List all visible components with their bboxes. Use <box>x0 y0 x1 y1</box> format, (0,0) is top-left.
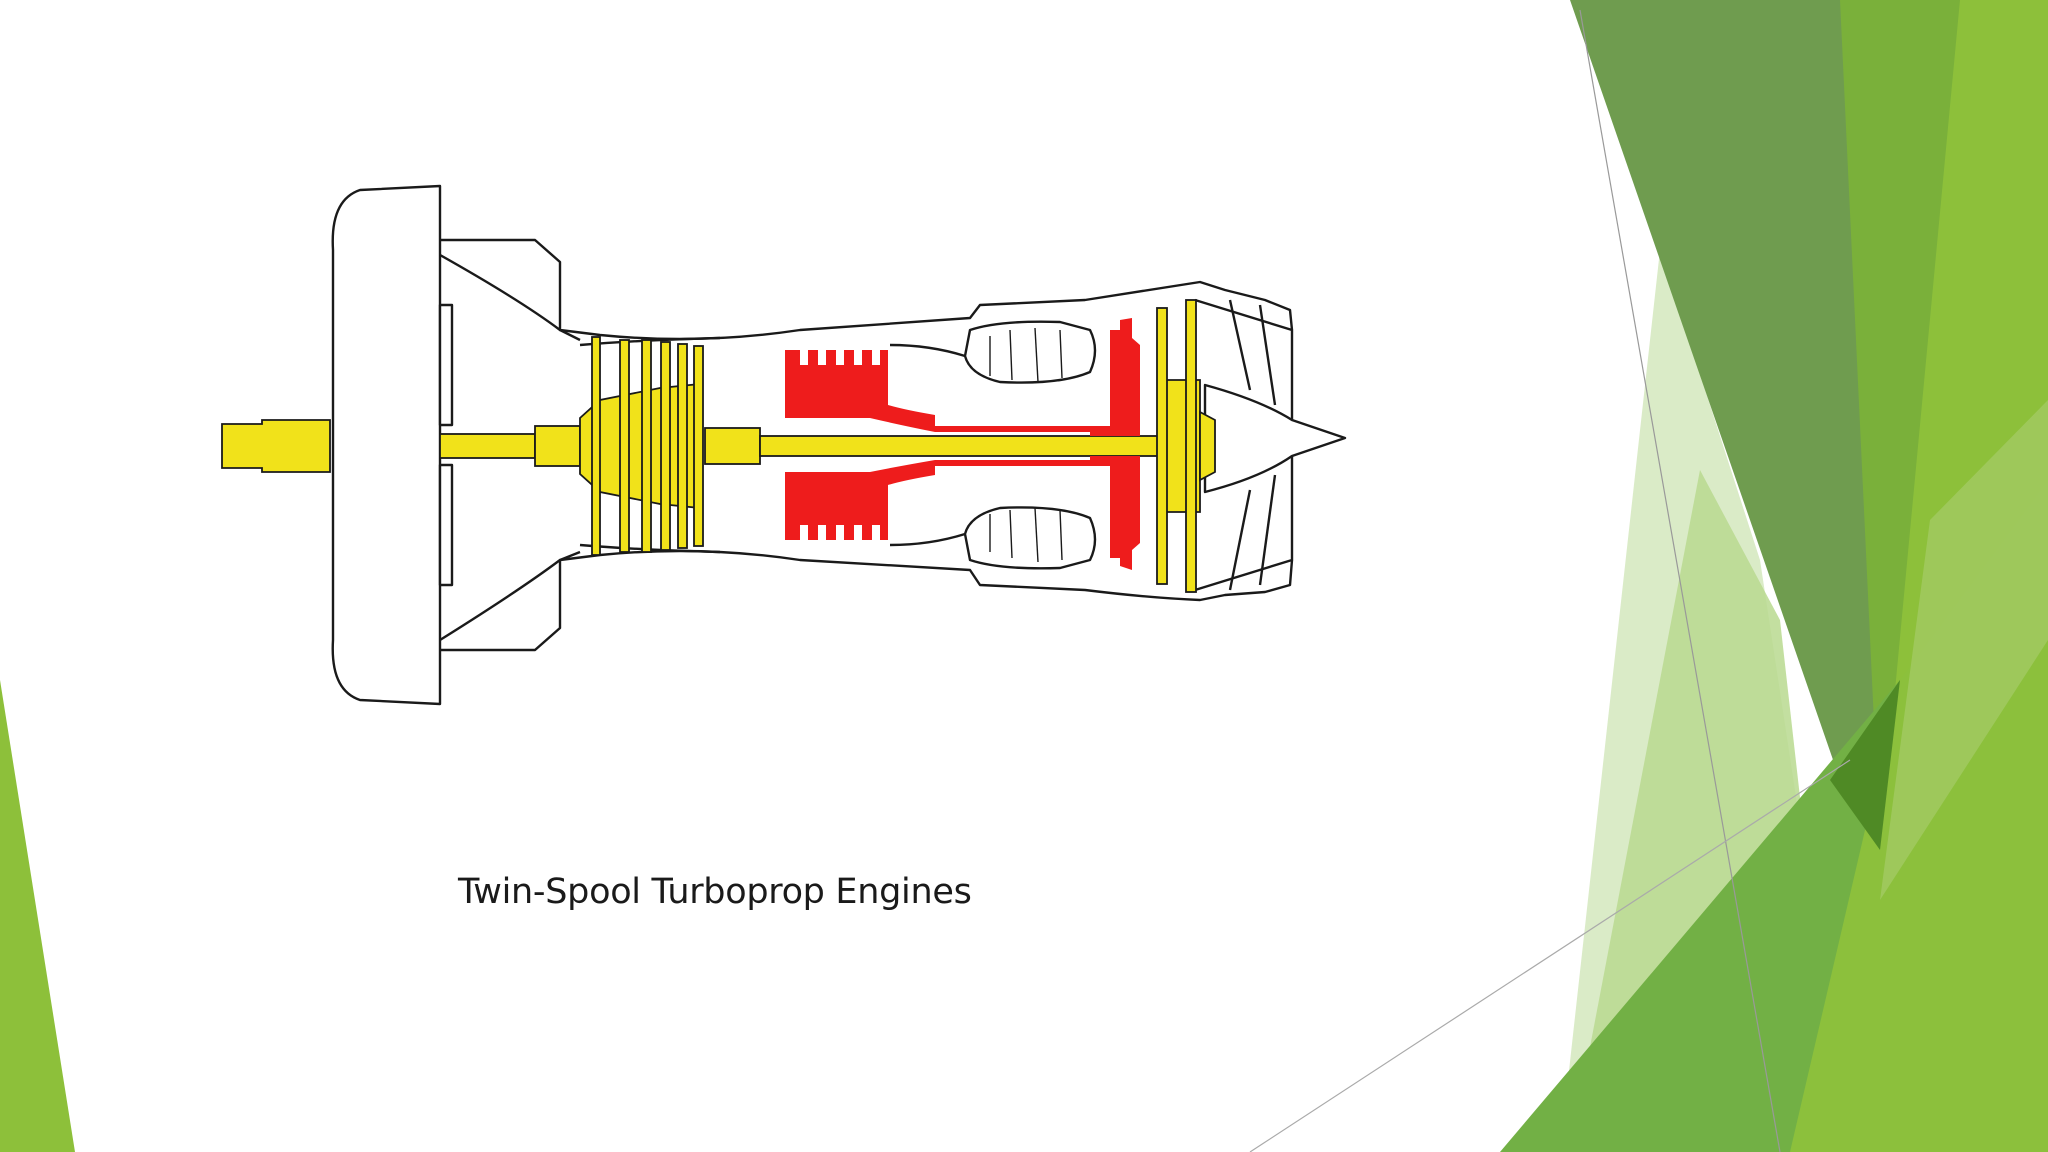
lp-turbine-nose <box>1199 410 1216 482</box>
left-green-sliver <box>0 680 75 1152</box>
hp-turbine-upper <box>1090 318 1140 436</box>
shaft-collar <box>704 427 761 465</box>
deep-green-wedge <box>1830 680 1900 850</box>
lower-green-panel <box>1500 680 1900 1152</box>
lp-turbine-blade-1 <box>1156 307 1168 585</box>
combustor-upper <box>963 320 1097 384</box>
combustor-lower <box>963 506 1097 570</box>
exhaust-duct-lower <box>1194 456 1294 592</box>
lp-compressor-blade-3 <box>641 339 652 553</box>
lp-compressor-blade-1 <box>591 336 601 556</box>
outer-casing-lower <box>440 549 1294 652</box>
lp-compressor-blade-2 <box>619 339 630 553</box>
lp-compressor-blade-4 <box>660 341 671 551</box>
exhaust-strut-2 <box>1258 304 1277 406</box>
soft-green-wedge <box>1880 400 2048 900</box>
diffuser-upper <box>889 343 966 358</box>
exhaust-strut-3 <box>1228 489 1252 591</box>
outer-casing-upper <box>440 238 1294 341</box>
inlet-guide-vane-lower <box>438 463 454 587</box>
hp-compressor-upper <box>785 350 1095 432</box>
gearbox-casing <box>331 184 442 706</box>
hp-turbine-lower <box>1090 456 1140 570</box>
guide-line-2 <box>1249 759 1851 1152</box>
high-pressure-spool <box>785 318 1140 570</box>
dark-green-panel <box>1570 0 1900 860</box>
guide-line-1 <box>1579 9 1781 1152</box>
diffuser-lower <box>889 532 966 547</box>
hp-compressor-lower <box>785 460 1095 540</box>
inlet-guide-vane-upper <box>438 303 454 427</box>
gearbox-shaft <box>439 433 536 459</box>
intake-duct-lower <box>439 550 581 642</box>
low-pressure-spool <box>221 299 1216 593</box>
propeller-shaft-stub <box>221 419 331 473</box>
lp-turbine-blade-2 <box>1185 299 1197 593</box>
slide-caption: Twin-Spool Turboprop Engines <box>458 872 972 912</box>
lp-compressor-blade-5 <box>677 343 688 549</box>
exhaust-strut-1 <box>1228 299 1252 391</box>
intake-duct-upper <box>439 253 581 342</box>
lp-compressor-blade-6 <box>693 345 704 547</box>
exhaust-strut-4 <box>1258 474 1277 586</box>
lp-main-shaft <box>759 435 1166 457</box>
combustor-details <box>989 327 1063 563</box>
exhaust-duct-upper <box>1194 298 1294 420</box>
exhaust-cone <box>1203 383 1347 494</box>
shaft-coupling <box>534 425 581 467</box>
